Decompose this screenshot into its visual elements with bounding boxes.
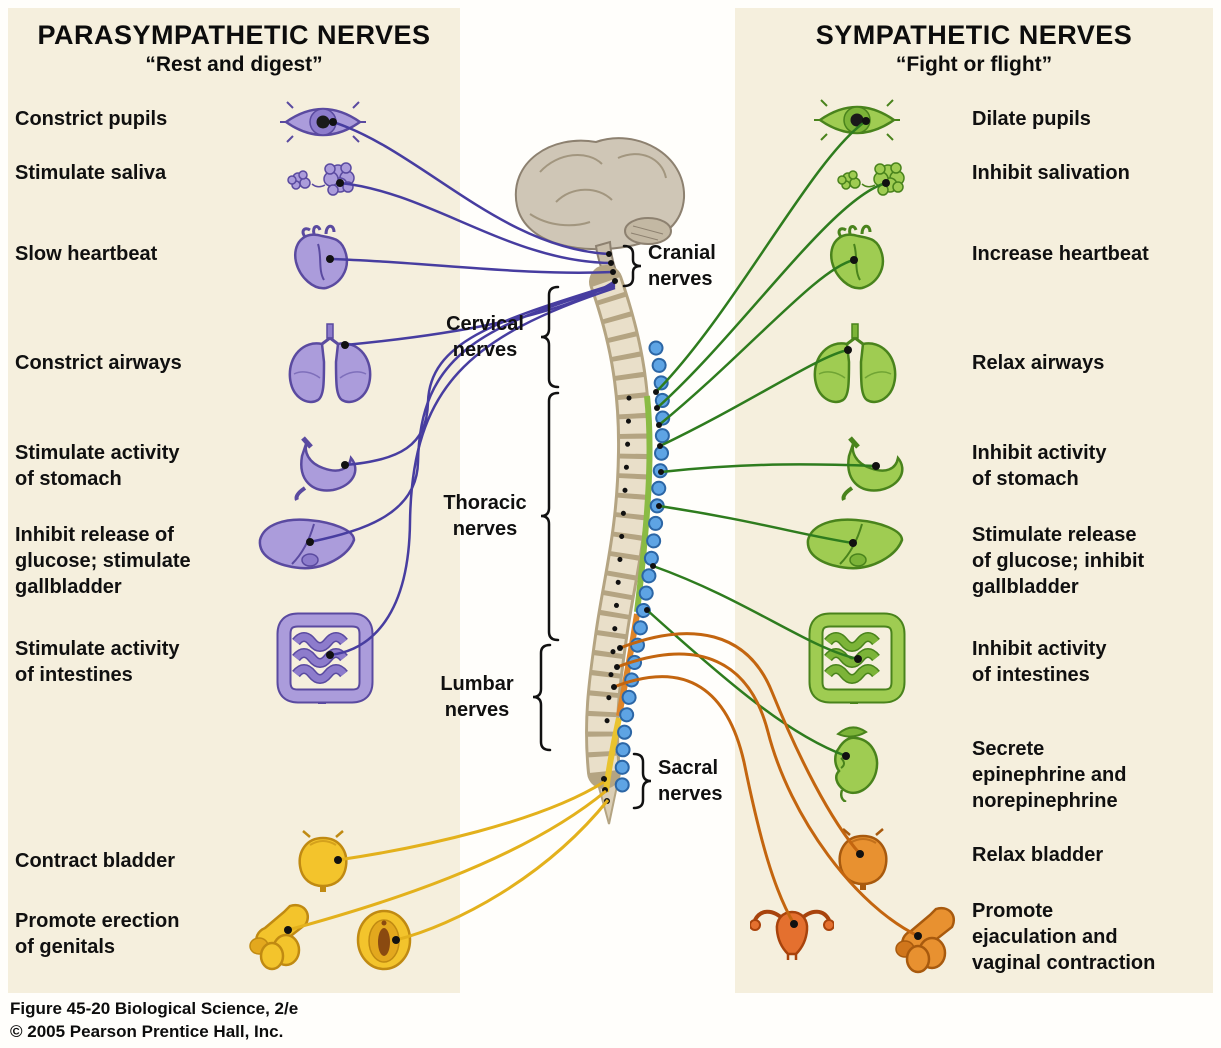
- organ-function-label: Slow heartbeat: [15, 243, 158, 265]
- lungs-icon: [814, 324, 896, 402]
- parasympathetic-panel: PARASYMPATHETIC NERVES “Rest and digest”: [8, 8, 460, 993]
- uterus-icon: [750, 911, 834, 960]
- nerve-group-brackets: [532, 244, 652, 810]
- stomach-icon: [296, 438, 356, 500]
- vulva-icon: [358, 911, 410, 969]
- liver-icon: [259, 519, 354, 569]
- organ-function-label: Inhibit activity of stomach: [972, 442, 1107, 490]
- figure-caption-line2: © 2005 Pearson Prentice Hall, Inc.: [10, 1022, 284, 1041]
- organ-function-label: Stimulate activity of intestines: [15, 638, 180, 686]
- sympathetic-subtitle: “Fight or flight”: [895, 53, 1053, 76]
- sympathetic-chain-ganglia: [614, 340, 671, 810]
- cranial-nerves-label: Cranial nerves: [648, 242, 716, 290]
- heart-icon: [831, 226, 883, 289]
- cranial-nerves-bracket: [622, 244, 642, 288]
- penis-icon: [250, 905, 308, 969]
- eye-icon: [814, 100, 900, 140]
- bladder-icon: [299, 831, 347, 892]
- heart-icon: [295, 226, 347, 289]
- cervical-nerves-label: Cervical nerves: [446, 313, 524, 361]
- intestines-icon: [816, 620, 898, 704]
- organ-function-label: Promote ejaculation and vaginal contract…: [972, 900, 1156, 974]
- parasympathetic-subtitle: “Rest and digest”: [145, 53, 323, 76]
- thoracic-nerves-label: Thoracic nerves: [443, 492, 527, 540]
- organ-function-label: Constrict airways: [15, 352, 182, 374]
- organ-function-label: Relax airways: [972, 352, 1105, 374]
- salivary-glands-icon: [838, 163, 904, 195]
- eye-icon: [280, 102, 366, 142]
- organ-function-label: Relax bladder: [972, 844, 1104, 866]
- stomach-icon: [843, 438, 903, 500]
- figure-caption-line1: Figure 45-20 Biological Science, 2/e: [10, 999, 299, 1018]
- penis-icon: [896, 908, 954, 972]
- organ-function-label: Stimulate activity of stomach: [15, 442, 180, 490]
- organ-function-label: Inhibit activity of intestines: [972, 638, 1107, 686]
- organ-function-label: Contract bladder: [15, 850, 176, 872]
- sacral-nerves-bracket: [632, 752, 652, 810]
- kidney-adrenal-icon: [835, 727, 878, 802]
- sympathetic-title: SYMPATHETIC NERVES: [815, 20, 1133, 50]
- organ-function-label: Constrict pupils: [15, 108, 168, 130]
- salivary-glands-icon: [288, 163, 354, 195]
- intestines-icon: [284, 620, 366, 704]
- organ-function-label: Inhibit release of glucose; stimulate ga…: [15, 524, 191, 598]
- organ-function-label: Stimulate release of glucose; inhibit ga…: [972, 524, 1145, 598]
- spinal-cord: [585, 265, 653, 825]
- sacral-nerves-label: Sacral nerves: [658, 757, 723, 805]
- organ-function-label: Stimulate saliva: [15, 162, 167, 184]
- organ-function-label: Dilate pupils: [972, 108, 1091, 130]
- organ-function-label: Increase heartbeat: [972, 243, 1149, 265]
- liver-icon: [807, 519, 902, 569]
- bladder-icon: [839, 829, 887, 890]
- organ-function-label: Secrete epinephrine and norepinephrine: [972, 738, 1127, 812]
- organ-function-label: Promote erection of genitals: [15, 910, 180, 958]
- parasympathetic-title: PARASYMPATHETIC NERVES: [37, 20, 431, 50]
- organ-function-label: Inhibit salivation: [972, 162, 1130, 184]
- lumbar-nerves-label: Lumbar nerves: [440, 673, 514, 721]
- lungs-icon: [289, 324, 371, 402]
